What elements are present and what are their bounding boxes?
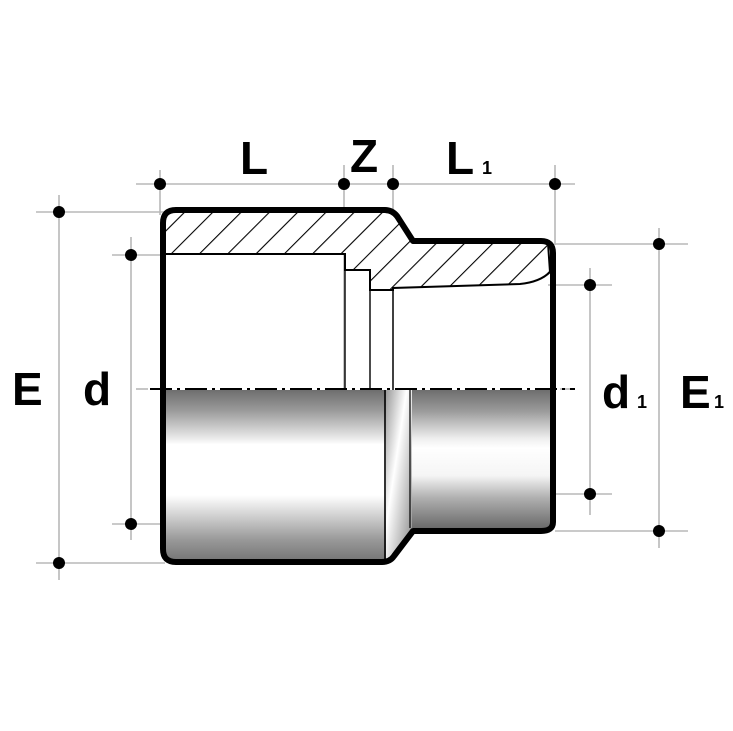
fitting-exterior-view xyxy=(164,390,552,560)
label-L1: L xyxy=(446,132,474,184)
dimension-points xyxy=(53,178,665,569)
fitting-outline xyxy=(160,207,556,565)
label-Z: Z xyxy=(350,130,378,182)
label-E1: E xyxy=(680,366,711,418)
label-L1-subscript: 1 xyxy=(482,158,492,178)
fitting-cross-section xyxy=(164,211,552,390)
label-E: E xyxy=(12,363,43,415)
label-d1-subscript: 1 xyxy=(637,392,647,412)
dimension-labels: L Z L 1 E d d 1 E 1 xyxy=(12,130,724,418)
label-d: d xyxy=(83,363,111,415)
label-L: L xyxy=(240,132,268,184)
label-E1-subscript: 1 xyxy=(714,392,724,412)
label-d1: d xyxy=(602,366,630,418)
